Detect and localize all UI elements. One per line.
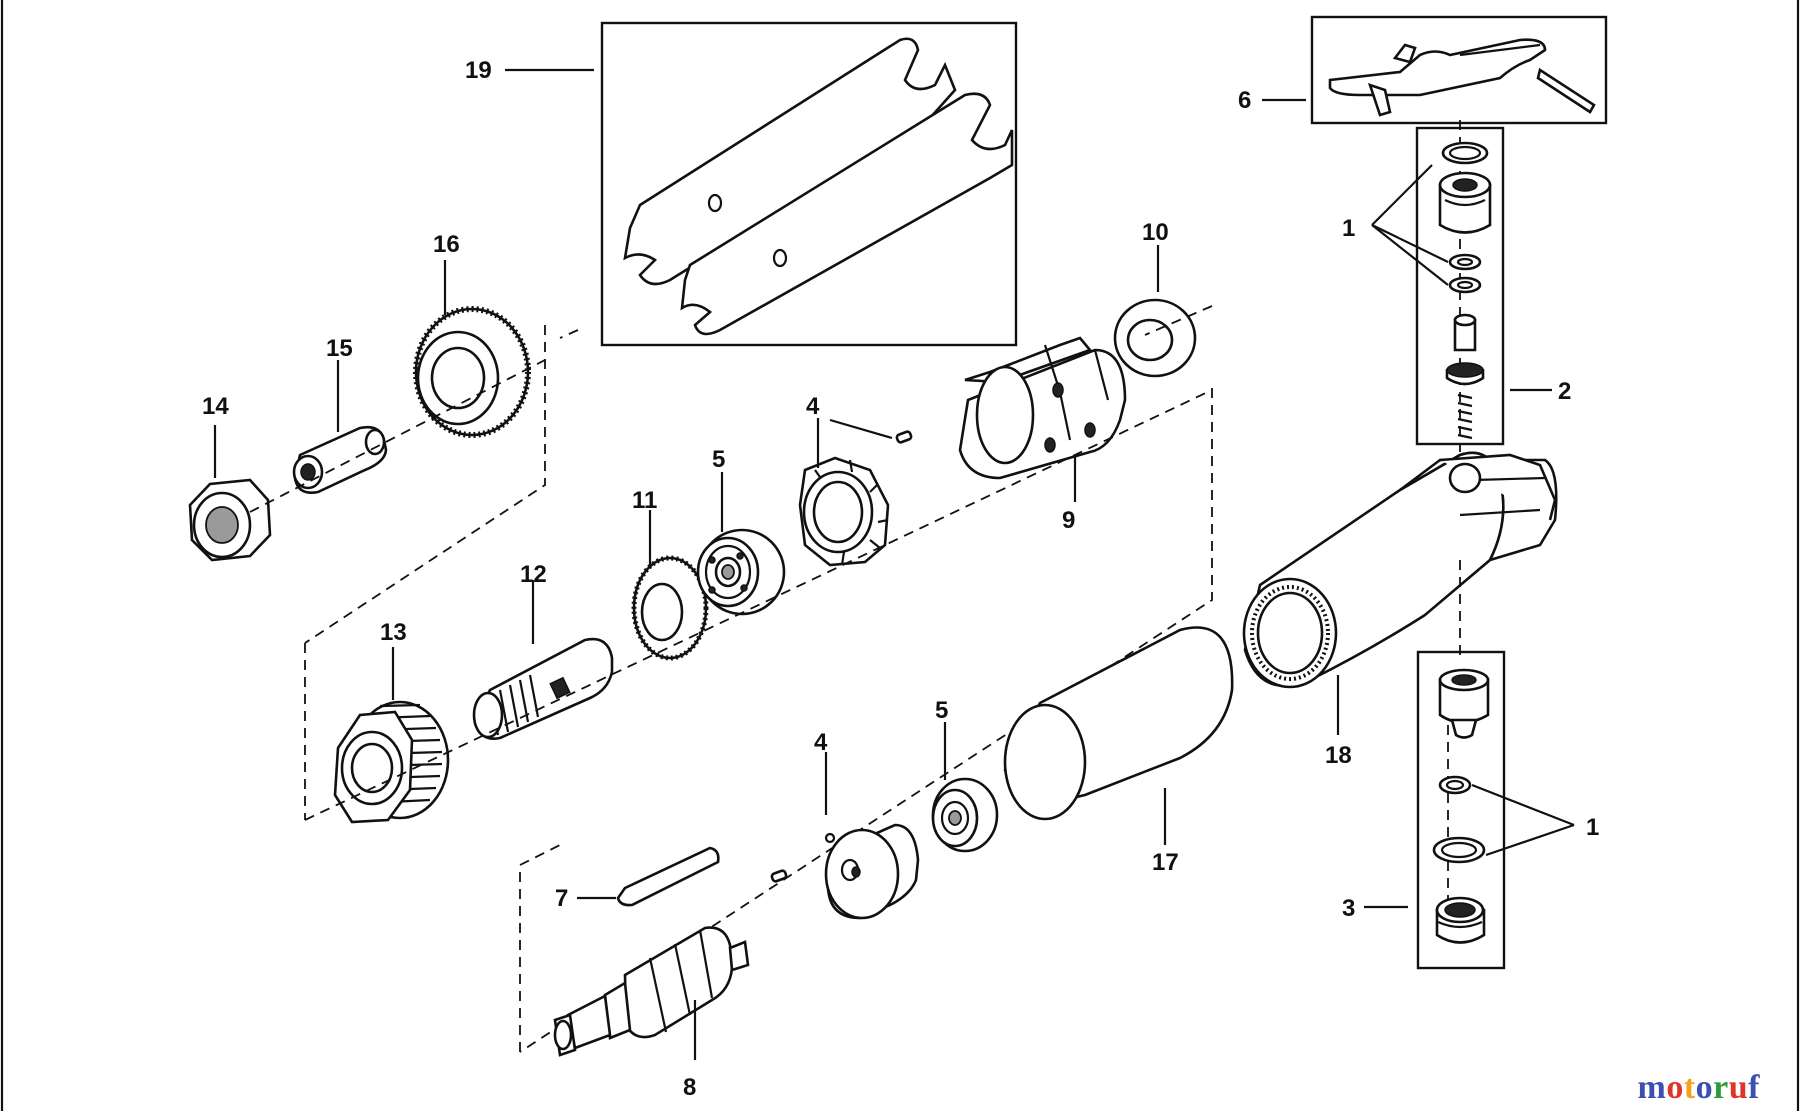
part-2-valve-assembly: 2 bbox=[1415, 126, 1571, 446]
watermark-letter: o bbox=[1695, 1069, 1714, 1106]
part-16-knurled-ring: 16 bbox=[413, 231, 531, 438]
label-part-1-lower: 1 bbox=[1586, 814, 1599, 841]
label-part-1-upper: 1 bbox=[1342, 215, 1355, 242]
label-part-4-lower: 4 bbox=[814, 729, 828, 756]
part-4-lower-end-plate: 4 bbox=[770, 729, 920, 920]
assembly-line-lower-left bbox=[519, 844, 561, 1052]
part-19-box bbox=[600, 21, 1018, 347]
label-part-15: 15 bbox=[326, 335, 353, 362]
watermark-letter: t bbox=[1683, 1069, 1696, 1106]
part-4-upper-ring: 4 bbox=[798, 393, 913, 567]
part-5-upper-bearing: 5 bbox=[696, 446, 786, 616]
part-1-lower-leaders: 1 bbox=[1471, 783, 1599, 857]
label-part-16: 16 bbox=[433, 231, 460, 258]
watermark-letter: m bbox=[1637, 1069, 1667, 1106]
watermark-letter: u bbox=[1728, 1069, 1749, 1106]
label-part-5-upper: 5 bbox=[712, 446, 725, 473]
part-17-sleeve: 17 bbox=[1003, 626, 1234, 876]
label-part-19: 19 bbox=[465, 57, 492, 84]
part-11-serrated-washer: 11 bbox=[631, 487, 709, 661]
label-part-8: 8 bbox=[683, 1074, 696, 1101]
label-part-6: 6 bbox=[1238, 87, 1251, 114]
label-part-18: 18 bbox=[1325, 742, 1352, 769]
motoruf-watermark: motoruf bbox=[1638, 1069, 1761, 1107]
watermark-letter: o bbox=[1666, 1069, 1684, 1106]
label-part-5-lower: 5 bbox=[935, 697, 948, 724]
watermark-letter: f bbox=[1748, 1069, 1760, 1106]
part-13-threaded-ring: 13 bbox=[333, 619, 450, 824]
part-8-rotor: 8 bbox=[553, 926, 750, 1101]
part-19-wrench-set: 19 bbox=[465, 21, 1018, 347]
part-15-collet: 15 bbox=[292, 335, 388, 494]
part-9-cylinder: 9 bbox=[958, 336, 1127, 534]
part-10-washer: 10 bbox=[1113, 219, 1197, 378]
label-part-12: 12 bbox=[520, 561, 547, 588]
part-2-box bbox=[1415, 126, 1505, 446]
assembly-line-upper-left bbox=[249, 325, 579, 644]
part-3-valve-seat-assembly: 3 bbox=[1342, 650, 1506, 970]
label-part-2: 2 bbox=[1558, 378, 1571, 405]
label-part-17: 17 bbox=[1152, 849, 1179, 876]
label-part-11: 11 bbox=[632, 487, 657, 514]
label-part-7: 7 bbox=[555, 885, 568, 912]
assembly-line-middle bbox=[304, 305, 1213, 1053]
part-7-vane: 7 bbox=[555, 846, 720, 912]
label-part-10: 10 bbox=[1142, 219, 1169, 246]
part-14-nut: 14 bbox=[188, 393, 272, 562]
label-part-14: 14 bbox=[202, 393, 229, 420]
part-5-lower-bearing: 5 bbox=[931, 697, 999, 853]
label-part-4-upper: 4 bbox=[806, 393, 820, 420]
label-part-3: 3 bbox=[1342, 895, 1355, 922]
label-part-13: 13 bbox=[380, 619, 407, 646]
part-6-throttle-lever: 6 bbox=[1238, 15, 1608, 125]
part-18-housing: 18 bbox=[1242, 451, 1558, 769]
watermark-letter: r bbox=[1713, 1069, 1729, 1106]
label-part-9: 9 bbox=[1062, 507, 1075, 534]
part-12-spindle: 12 bbox=[472, 561, 614, 740]
part-3-box bbox=[1416, 650, 1506, 970]
part-1-upper-leaders: 1 bbox=[1342, 164, 1449, 286]
part-6-box bbox=[1310, 15, 1608, 125]
